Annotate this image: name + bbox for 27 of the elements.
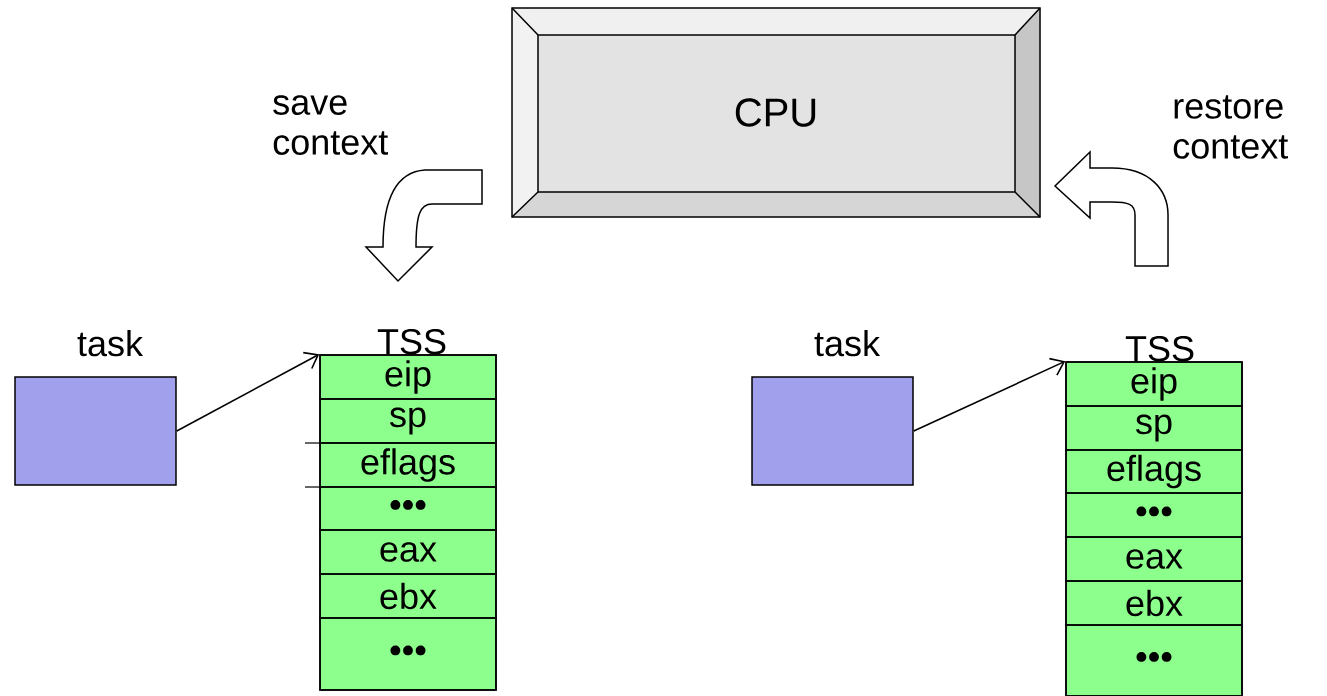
- cpu-box: CPU: [511, 7, 1041, 218]
- node-label: task: [77, 329, 144, 357]
- register-cell: eflags: [1065, 449, 1243, 494]
- edge-label: save context: [273, 95, 388, 155]
- register-cell: •••: [319, 486, 497, 531]
- block-arrow: [365, 169, 483, 282]
- register-cell: •••: [1065, 492, 1243, 538]
- register-cell: eip: [319, 354, 497, 400]
- arrow: [175, 351, 320, 432]
- register-cell: eax: [1065, 536, 1243, 582]
- task-box: task: [14, 329, 177, 486]
- register-cell: •••: [1065, 624, 1243, 696]
- register-cell: eip: [1065, 361, 1243, 407]
- arrow: [912, 357, 1066, 432]
- register-cell: ebx: [319, 573, 497, 619]
- register-cell: sp: [1065, 405, 1243, 451]
- register-cell: •••: [319, 617, 497, 691]
- block-arrow: [1054, 151, 1169, 267]
- node-label: TSS: [377, 328, 446, 355]
- register-cell: eflags: [319, 442, 497, 488]
- node-label: TSS: [1125, 335, 1194, 362]
- register-cell: eax: [319, 529, 497, 575]
- edge-label: restore context: [1173, 95, 1288, 159]
- node-label: task: [814, 329, 881, 357]
- register-cell: sp: [319, 398, 497, 444]
- task-box: task: [751, 329, 914, 486]
- register-cell: ebx: [1065, 580, 1243, 626]
